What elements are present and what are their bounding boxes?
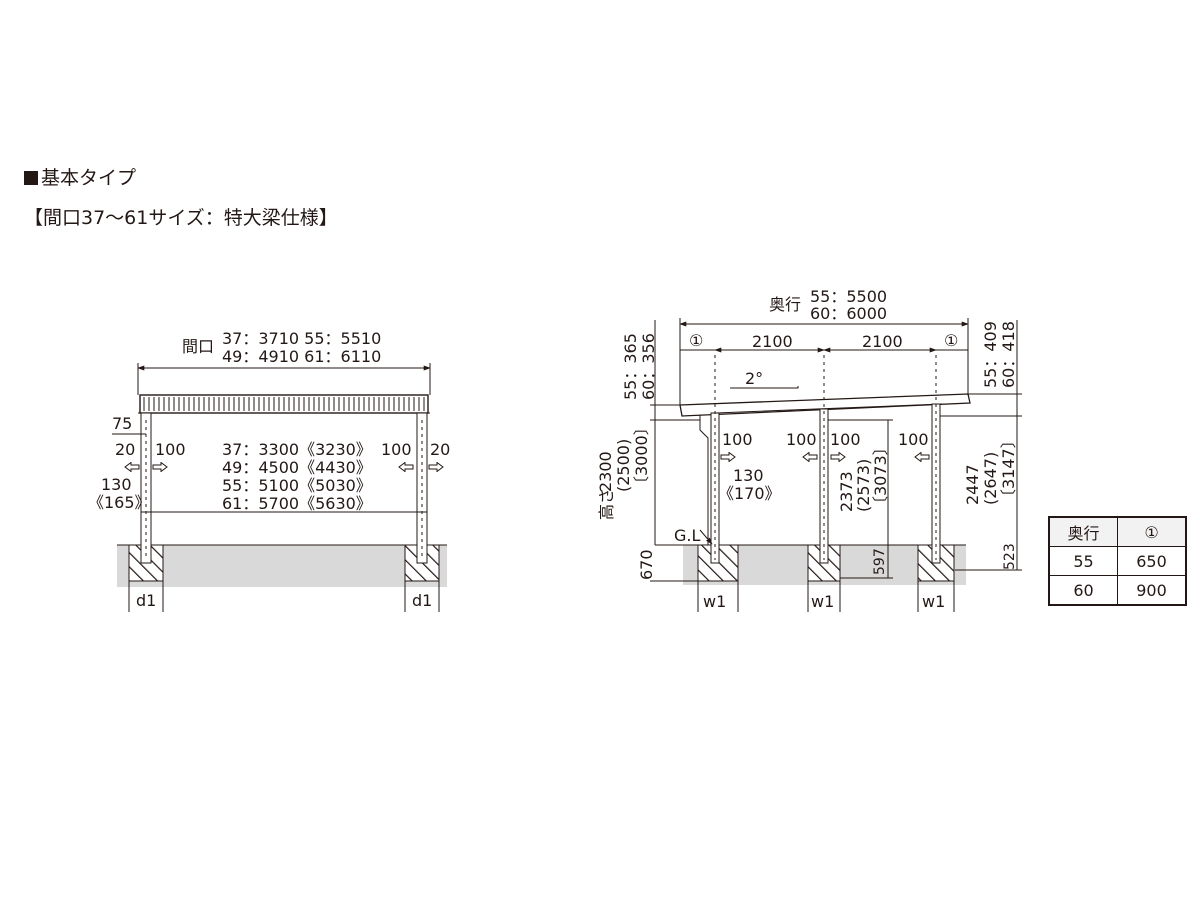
side-d597: 597 <box>872 548 888 575</box>
side-h-right-3: 〔3147〕 <box>999 432 1018 505</box>
side-d523: 523 <box>1002 543 1018 570</box>
side-w1-3: w1 <box>922 592 945 611</box>
arrow-right-icon <box>152 462 168 472</box>
side-depth-label: 奥行 <box>769 295 801 314</box>
front-width-row-2: 49：4910 61：6110 <box>222 347 381 366</box>
square-bullet-icon <box>24 171 38 185</box>
side-d100-4: 100 <box>898 430 929 449</box>
arrow-left-icon <box>914 452 930 462</box>
side-left-rise-1: 55：365 <box>621 333 640 400</box>
side-h-right-2: (2647) <box>981 452 1000 505</box>
front-inner-2: 49：4500《4430》 <box>222 458 372 477</box>
arrow-left-icon <box>398 462 414 472</box>
side-d100-2: 100 <box>786 430 817 449</box>
side-beam <box>715 403 943 414</box>
arrow-right-icon <box>720 452 736 462</box>
ground-level-label: G.L <box>674 526 700 545</box>
front-d100-left: 100 <box>155 440 186 459</box>
side-right-rise-2: 60：418 <box>999 321 1018 388</box>
circle-label-left: ① <box>689 331 703 350</box>
table-header-cell: ① <box>1117 516 1187 547</box>
slope-label: 2° <box>745 369 763 388</box>
table-cell: 650 <box>1117 546 1187 576</box>
table-cell: 60 <box>1048 575 1118 606</box>
front-post-right <box>416 412 428 564</box>
side-d130: 130 <box>733 466 764 485</box>
arrow-right-icon <box>428 462 444 472</box>
table-row: 55 650 <box>1048 546 1187 576</box>
front-d165: 《165》 <box>88 493 151 512</box>
table-row: 60 900 <box>1048 575 1187 606</box>
table-header-row: 奥行 ① <box>1048 516 1187 547</box>
front-post-left <box>140 412 152 564</box>
dimension-table: 奥行 ① 55 650 60 900 <box>1048 516 1187 606</box>
side-height-label: 高さ <box>597 488 616 520</box>
side-d170: 《170》 <box>718 484 781 503</box>
arrow-left-icon <box>802 452 818 462</box>
side-w1-1: w1 <box>703 592 726 611</box>
section-heading: 基本タイプ <box>24 163 136 190</box>
side-d670: 670 <box>637 549 656 580</box>
side-depth-row-2: 60：6000 <box>810 304 887 323</box>
side-post-2 <box>819 408 829 564</box>
front-width-label: 間口 <box>182 337 214 356</box>
section-subheading: 【間口37～61サイズ：特大梁仕様】 <box>24 207 338 229</box>
side-h-mid-3: 〔3073〕 <box>871 439 890 512</box>
side-depth-row-1: 55：5500 <box>810 287 887 306</box>
section-heading-text: 基本タイプ <box>41 167 137 189</box>
side-roof <box>679 393 971 417</box>
slope-symbol <box>730 386 799 389</box>
front-d20-right: 20 <box>430 440 450 459</box>
front-d75: 75 <box>112 414 132 433</box>
front-inner-3: 55：5100《5030》 <box>222 476 372 495</box>
front-d130: 130 <box>101 475 132 494</box>
front-inner-4: 61：5700《5630》 <box>222 494 372 513</box>
table-cell: 55 <box>1048 546 1118 576</box>
roof-corrugation <box>143 397 425 411</box>
side-view: 奥行 55：5500 60：6000 ① 2100 2100 ① 55：365 … <box>596 287 1022 612</box>
side-h-mid-2: (2573) <box>854 459 873 512</box>
side-h-left-1: 2300 <box>596 451 615 492</box>
front-view: 間口 37：3710 55：5510 49：4910 61：6110 75 20… <box>88 329 450 612</box>
table-cell: 900 <box>1117 575 1187 606</box>
side-h-left-3: 〔3000〕 <box>632 419 651 492</box>
gl-leader <box>699 529 713 545</box>
side-span-2-label: 2100 <box>862 332 903 351</box>
side-d100-3: 100 <box>830 430 861 449</box>
circle-label-right: ① <box>944 331 958 350</box>
side-d100-1: 100 <box>722 430 753 449</box>
front-ground <box>117 545 447 587</box>
side-h-right-1: 2447 <box>963 464 982 505</box>
table-header-cell: 奥行 <box>1048 516 1118 547</box>
side-span-1-label: 2100 <box>752 332 793 351</box>
side-w1-2: w1 <box>811 592 834 611</box>
side-h-left-2: (2500) <box>614 439 633 492</box>
arrow-right-icon <box>830 452 846 462</box>
front-width-row-1: 37：3710 55：5510 <box>222 329 381 348</box>
front-d100-right: 100 <box>381 440 412 459</box>
front-d20-left: 20 <box>115 440 135 459</box>
side-right-rise-1: 55：409 <box>981 321 1000 388</box>
side-left-rise-2: 60：356 <box>639 333 658 400</box>
front-d1-right: d1 <box>412 591 432 610</box>
side-h-mid-1: 2373 <box>837 471 856 512</box>
front-inner-1: 37：3300《3230》 <box>222 440 372 459</box>
arrow-left-icon <box>124 462 140 472</box>
side-gutter <box>699 415 709 545</box>
front-d1-left: d1 <box>136 591 156 610</box>
